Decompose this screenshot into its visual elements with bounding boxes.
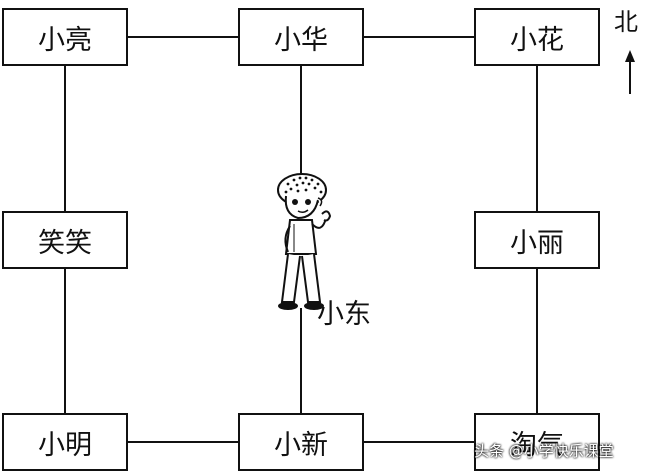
- box-bot-left: 小明: [2, 413, 128, 471]
- box-mid-right: 小丽: [474, 211, 600, 269]
- north-arrow-icon: [625, 50, 635, 94]
- box-top-center: 小华: [238, 8, 364, 66]
- watermark: 头条 @小学快乐课堂: [474, 442, 614, 460]
- boy-figure-icon: [277, 173, 332, 310]
- box-mid-left: 笑笑: [2, 211, 128, 269]
- box-top-left: 小亮: [2, 8, 128, 66]
- box-bot-right: 淘气: [474, 413, 600, 471]
- person-label: 小东: [317, 299, 371, 330]
- box-top-right: 小花: [474, 8, 600, 66]
- north-label: 北: [614, 8, 638, 36]
- box-bot-center: 小新: [238, 413, 364, 471]
